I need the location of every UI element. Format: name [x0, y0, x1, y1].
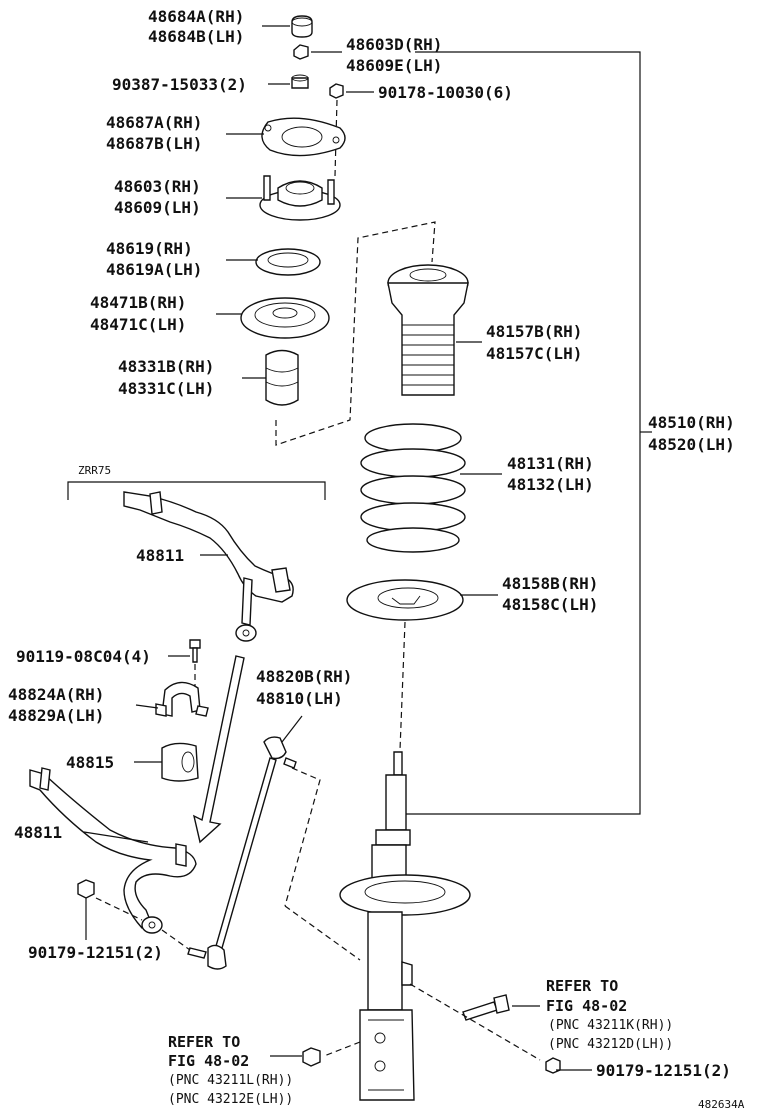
- ref-right-line2: FIG 48-02: [546, 997, 627, 1015]
- label-48811-top: 48811: [136, 546, 184, 565]
- label-48158c-lh: 48158C(LH): [502, 595, 598, 614]
- leader-dashed-strut-nut: [409, 983, 541, 1061]
- label-48510-rh: 48510(RH): [648, 413, 735, 432]
- part-48158-spring-seat: [346, 579, 464, 621]
- part-90178-nut: [329, 83, 344, 99]
- label-48158b-rh: 48158B(RH): [502, 574, 598, 593]
- label-48331b-rh: 48331B(RH): [118, 357, 214, 376]
- part-48331-bumper: [265, 349, 299, 406]
- leader-dashed-link: [284, 767, 321, 907]
- part-48131-coil-spring: [360, 423, 466, 553]
- label-48131-rh: 48131(RH): [507, 454, 594, 473]
- leader-dashed-bar-link: [161, 929, 191, 951]
- ref-right-pnc1: (PNC 43211K(RH)): [548, 1018, 673, 1033]
- label-48619a-lh: 48619A(LH): [106, 260, 202, 279]
- label-48132-lh: 48132(LH): [507, 475, 594, 494]
- label-48471c-lh: 48471C(LH): [90, 315, 186, 334]
- leader-dashed-bracket: [275, 221, 436, 446]
- label-48157c-lh: 48157C(LH): [486, 344, 582, 363]
- label-48811-bottom: 48811: [14, 823, 62, 842]
- part-48820-stabilizer-link: [187, 736, 297, 970]
- label-48619-rh: 48619(RH): [106, 239, 193, 258]
- ref-left-pnc2: (PNC 43212E(LH)): [168, 1092, 293, 1107]
- leader-dashed-90179-left: [95, 897, 143, 921]
- part-48603-support: [259, 175, 341, 221]
- part-48824-bracket: [155, 681, 209, 717]
- label-48520-lh: 48520(LH): [648, 435, 735, 454]
- label-48810-lh: 48810(LH): [256, 689, 343, 708]
- label-48820b-rh: 48820B(RH): [256, 667, 352, 686]
- ref-left-line2: FIG 48-02: [168, 1052, 249, 1070]
- part-48687-plate: [261, 117, 346, 157]
- part-48510-strut-assembly: [339, 751, 471, 1101]
- part-48811-stabilizer-bar-bottom: [29, 767, 197, 934]
- label-48609e-lh: 48609E(LH): [346, 56, 442, 75]
- label-48157b-rh: 48157B(RH): [486, 322, 582, 341]
- label-90178: 90178-10030(6): [378, 83, 513, 102]
- part-bolt-right: [462, 994, 510, 1021]
- part-48811-stabilizer-bar-top: [123, 491, 294, 642]
- label-90179-right: 90179-12151(2): [596, 1061, 731, 1080]
- part-90179-nut-right: [545, 1057, 561, 1074]
- ref-right-line1: REFER TO: [546, 977, 618, 995]
- label-48684-rh: 48684A(RH): [148, 7, 244, 26]
- leader-dashed-link-strut: [284, 905, 361, 961]
- label-48609-lh: 48609(LH): [114, 198, 201, 217]
- label-48815: 48815: [66, 753, 114, 772]
- label-48684-lh: 48684B(LH): [148, 27, 244, 46]
- ref-left-line1: REFER TO: [168, 1033, 240, 1051]
- part-90179-nut-left: [77, 879, 95, 899]
- part-90119-bolt: [189, 639, 201, 663]
- label-90119: 90119-08C04(4): [16, 647, 151, 666]
- label-48603-rh: 48603(RH): [114, 177, 201, 196]
- part-48815-bushing: [161, 742, 199, 782]
- zrr75-bracket: [67, 481, 326, 500]
- label-90179-left: 90179-12151(2): [28, 943, 163, 962]
- part-nut-left-ref: [302, 1047, 321, 1067]
- label-48687-lh: 48687B(LH): [106, 134, 202, 153]
- label-48331c-lh: 48331C(LH): [118, 379, 214, 398]
- label-48471b-rh: 48471B(RH): [90, 293, 186, 312]
- leader-dashed-seat: [399, 621, 406, 751]
- label-48824a-rh: 48824A(RH): [8, 685, 104, 704]
- part-48684-cap: [291, 15, 313, 38]
- diagram-id: 482634A: [698, 1098, 745, 1111]
- label-zrr75: ZRR75: [78, 464, 111, 477]
- leader-dashed-strut-left: [323, 1041, 361, 1057]
- label-90387: 90387-15033(2): [112, 75, 247, 94]
- label-48829a-lh: 48829A(LH): [8, 706, 104, 725]
- label-48603d-rh: 48603D(RH): [346, 35, 442, 54]
- ref-right-pnc2: (PNC 43212D(LH)): [548, 1037, 673, 1052]
- part-90387-collar: [291, 74, 309, 89]
- ref-left-pnc1: (PNC 43211L(RH)): [168, 1073, 293, 1088]
- arrow-assembly-direction: [192, 655, 245, 844]
- label-48687-rh: 48687A(RH): [106, 113, 202, 132]
- part-48157-boot: [387, 264, 469, 396]
- part-48619-bearing: [255, 248, 321, 276]
- part-48471-insulator: [240, 297, 330, 339]
- part-48603d-nut: [293, 44, 309, 60]
- leader-dashed-90178: [334, 99, 338, 177]
- leader-lines: [83, 25, 652, 1071]
